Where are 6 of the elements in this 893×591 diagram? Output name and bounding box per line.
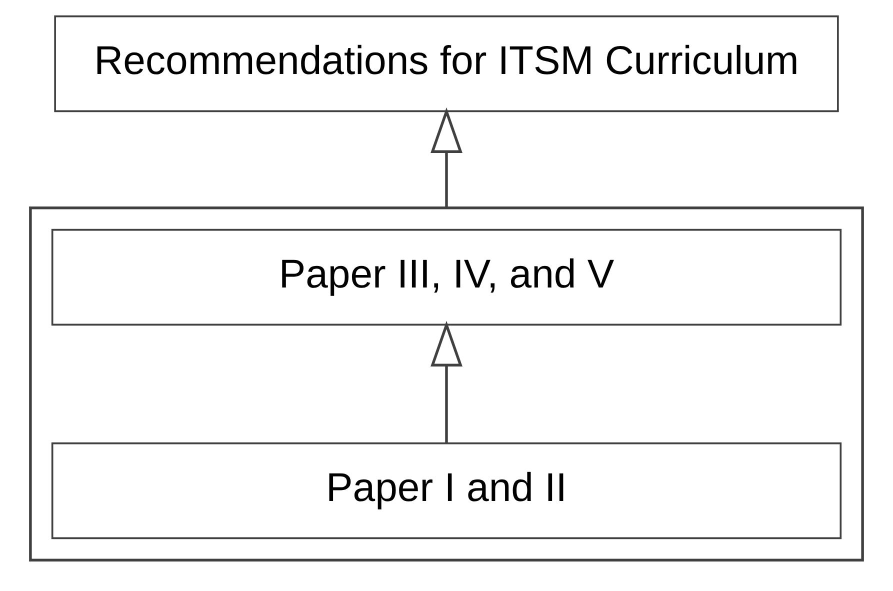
node-box: Recommendations for ITSM Curriculum xyxy=(54,15,839,112)
node-box: Paper III, IV, and V xyxy=(51,228,842,326)
arrow xyxy=(430,320,462,443)
node-box: Paper I and II xyxy=(51,442,842,540)
arrow xyxy=(430,107,462,208)
cluster xyxy=(29,206,864,562)
